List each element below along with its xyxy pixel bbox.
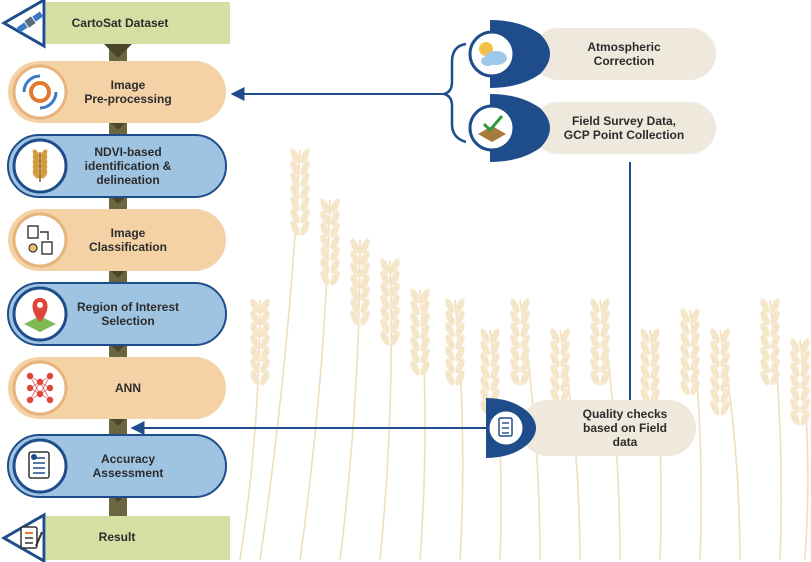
step-2-label-line-2: identification & bbox=[85, 159, 172, 173]
checklist-icon bbox=[486, 408, 526, 448]
step-3-label-line-1: Image bbox=[111, 226, 146, 240]
cartosat-dataset-label: CartoSat Dataset bbox=[72, 16, 169, 30]
step-3-label-line-2: Classification bbox=[89, 240, 167, 254]
quality-label-line-3: data bbox=[613, 435, 638, 449]
report-icon bbox=[12, 438, 68, 494]
quality-label-line-2: based on Field bbox=[583, 421, 667, 435]
input-1-label-line-1: Atmospheric bbox=[587, 40, 661, 54]
checklist-icon bbox=[20, 526, 43, 549]
process-steps: ImagePre-processingNDVI-basedidentificat… bbox=[7, 61, 227, 498]
satellite-icon bbox=[16, 11, 44, 33]
quality-label-line-1: Quality checks bbox=[583, 407, 668, 421]
step-5: ANN bbox=[8, 357, 226, 419]
neural-network-icon bbox=[12, 360, 68, 416]
step-1-label-line-1: Image bbox=[111, 78, 146, 92]
classification-icon bbox=[12, 212, 68, 268]
result-box: Result bbox=[0, 512, 230, 562]
field-survey-icon bbox=[468, 104, 516, 152]
step-6-label-line-2: Assessment bbox=[93, 466, 164, 480]
input-2-label-line-2: GCP Point Collection bbox=[564, 128, 684, 142]
step-1-label-line-2: Pre-processing bbox=[84, 92, 171, 106]
step-4-label-line-2: Selection bbox=[101, 314, 154, 328]
step-2-label-line-3: delineation bbox=[96, 173, 159, 187]
input-2-label-line-1: Field Survey Data, bbox=[572, 114, 676, 128]
inputs-bracket bbox=[230, 42, 467, 144]
input-pill-2: Field Survey Data,GCP Point Collection bbox=[468, 94, 716, 162]
cartosat-dataset-box: CartoSat Dataset bbox=[0, 0, 230, 49]
input-1-label-line-2: Correction bbox=[594, 54, 655, 68]
step-2-label-line-1: NDVI-based bbox=[94, 145, 161, 159]
quality-connector bbox=[130, 162, 631, 435]
gear-cycle-icon bbox=[12, 64, 68, 120]
weather-icon bbox=[468, 30, 516, 78]
step-4-label-line-1: Region of Interest bbox=[77, 300, 179, 314]
wheat-background bbox=[239, 148, 810, 561]
wheat-icon bbox=[12, 138, 68, 194]
step-6-label-line-1: Accuracy bbox=[101, 452, 155, 466]
step-5-label-line-1: ANN bbox=[115, 381, 141, 395]
map-pin-icon bbox=[12, 286, 68, 342]
result-label: Result bbox=[99, 530, 136, 544]
